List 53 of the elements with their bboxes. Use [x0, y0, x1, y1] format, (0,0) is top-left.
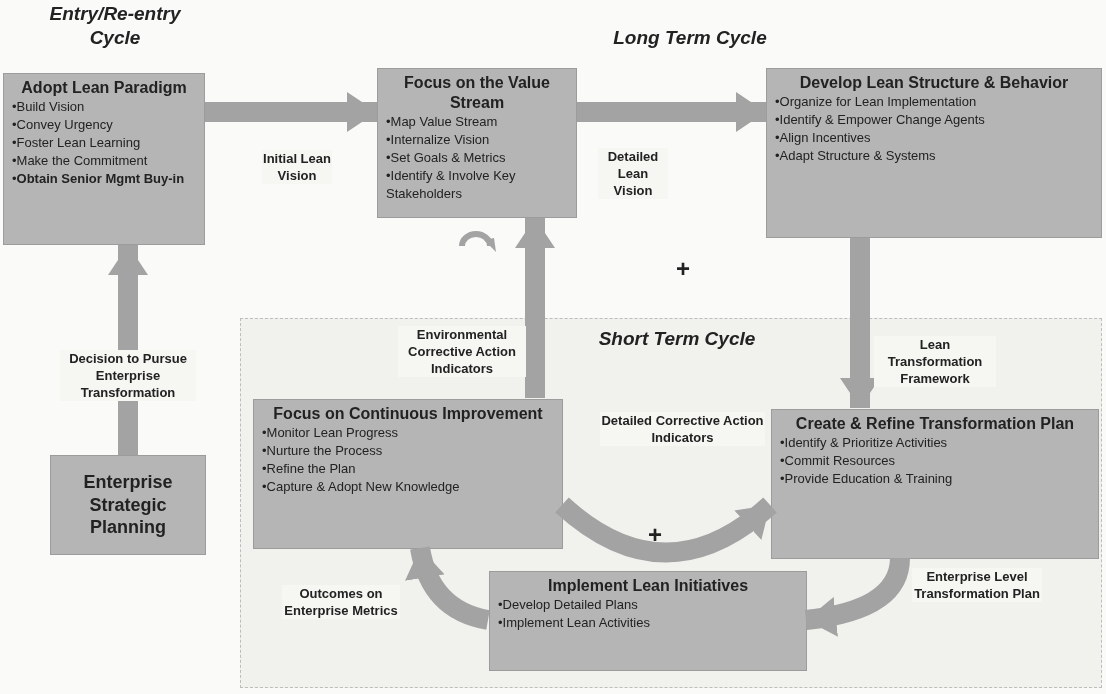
bullet-item: •Monitor Lean Progress — [262, 424, 400, 442]
bullet-item: •Develop Detailed Plans — [498, 596, 639, 614]
bullet-item: •Foster Lean Learning — [12, 134, 142, 152]
edge-label: Detailed Corrective Action Indicators — [600, 412, 765, 446]
box-title: Enterprise Strategic Planning — [82, 471, 174, 539]
bullet-item: •Organize for Lean Implementation — [775, 93, 978, 111]
edge-label: Detailed Lean Vision — [598, 148, 668, 199]
process-box — [253, 399, 563, 549]
block-arrow — [577, 92, 766, 132]
box-title: Develop Lean Structure & Behavior — [798, 73, 1070, 93]
box-title: Implement Lean Initiatives — [546, 576, 750, 596]
bullet-item: •Identify & Prioritize Activities — [780, 434, 949, 452]
box-title: Adopt Lean Paradigm — [20, 78, 188, 98]
bullet-item: •Internalize Vision — [386, 131, 491, 149]
bullet-item: •Provide Education & Training — [780, 470, 954, 488]
bullet-item: •Capture & Adopt New Knowledge — [262, 478, 461, 496]
block-arrow — [515, 218, 555, 398]
process-box — [377, 68, 577, 218]
bullet-item: •Set Goals & Metrics — [386, 149, 507, 167]
bullet-item: •Align Incentives — [775, 129, 872, 147]
box-title: Focus on Continuous Improvement — [272, 404, 544, 424]
block-arrow — [205, 92, 377, 132]
block-arrow — [555, 497, 777, 563]
bullet-item: •Adapt Structure & Systems — [775, 147, 937, 165]
bullet-item: •Convey Urgency — [12, 116, 114, 134]
bullet-item: •Identify & Empower Change Agents — [775, 111, 986, 129]
cycle-heading: Entry/Re-entry Cycle — [48, 2, 182, 50]
process-box — [50, 455, 206, 555]
bullet-item: •Build Vision — [12, 98, 86, 116]
bullet-item: •Refine the Plan — [262, 460, 357, 478]
cycle-heading: Long Term Cycle — [612, 26, 768, 50]
bullet-item: •Commit Resources — [780, 452, 897, 470]
edge-label: Enterprise Level Transformation Plan — [912, 568, 1042, 602]
bullet-item: •Nurture the Process — [262, 442, 384, 460]
plus-sign: + — [647, 520, 663, 550]
box-title: Focus on the Value Stream — [403, 73, 551, 113]
bullet-item: •Implement Lean Activities — [498, 614, 651, 632]
box-title: Create & Refine Transformation Plan — [794, 414, 1076, 434]
bullet-item: •Map Value Stream — [386, 113, 499, 131]
edge-label: Lean Transformation Framework — [874, 336, 996, 387]
bullet-item: •Make the Commitment — [12, 152, 149, 170]
process-box — [489, 571, 807, 671]
bullet-item: •Identify & Involve Key Stakeholders — [386, 167, 517, 203]
process-box — [771, 409, 1099, 559]
process-box — [3, 73, 205, 245]
edge-label: Environmental Corrective Action Indicators — [398, 326, 526, 377]
panel-title: Short Term Cycle — [597, 327, 757, 351]
edge-label: Initial Lean Vision — [262, 150, 332, 184]
edge-label: Outcomes on Enterprise Metrics — [282, 585, 400, 619]
edge-label: Decision to Pursue Enterprise Transformation — [60, 350, 196, 401]
plus-sign: + — [675, 254, 691, 284]
bullet-item: •Obtain Senior Mgmt Buy-in — [12, 170, 186, 188]
process-box — [766, 68, 1102, 238]
